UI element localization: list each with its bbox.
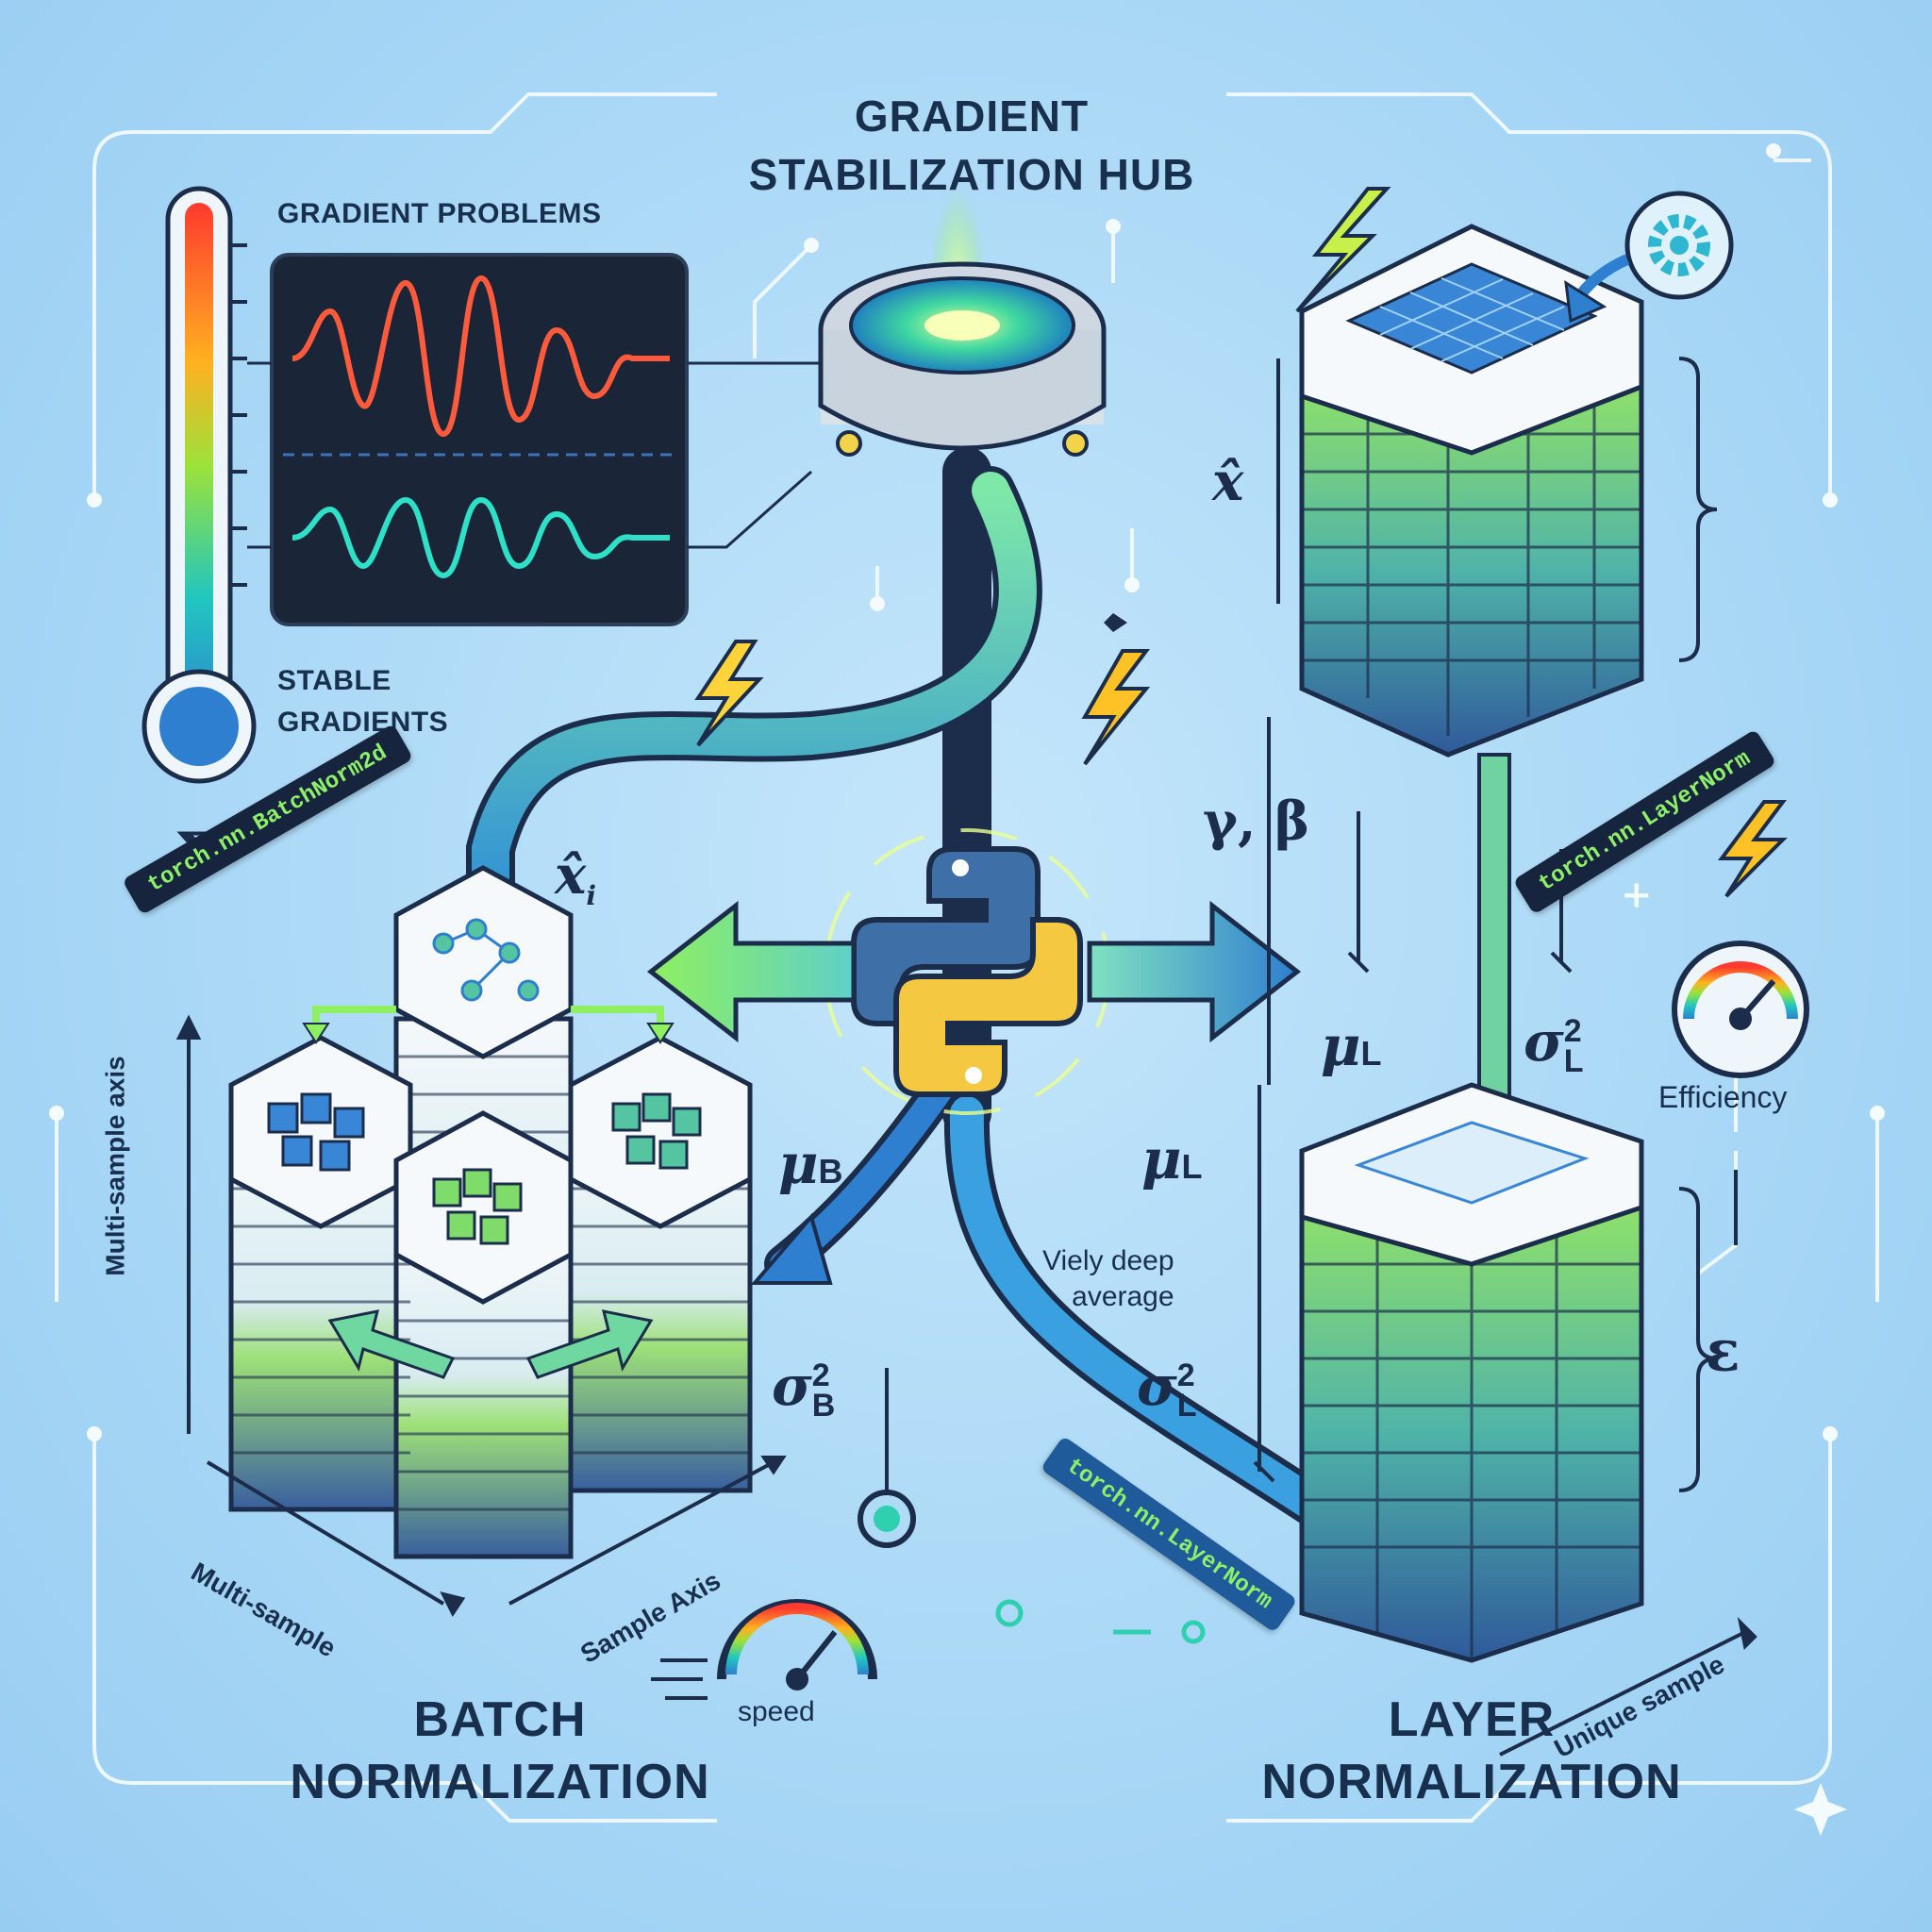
hub-icon [818, 189, 1107, 457]
deep-average-note: Viely deep average [1042, 1243, 1174, 1315]
layer-norm-bottom-tower [1299, 1082, 1644, 1663]
layer-normalization-title: LAYER NORMALIZATION [1208, 1689, 1736, 1813]
title-line-1: GRADIENT [854, 92, 1090, 141]
mu-l-right-symbol: μL [1321, 1014, 1381, 1078]
layer-norm-down-shaft [1477, 753, 1511, 1115]
mu-b-base: μ [778, 1132, 819, 1196]
mu-l-right-subscript: L [1360, 1034, 1382, 1073]
sigma-l-right-subscript: L [1563, 1043, 1584, 1079]
gamma-beta-symbol: γ, β [1203, 791, 1310, 853]
plus-symbol-right: + [1621, 873, 1653, 917]
signal-panel [247, 253, 830, 626]
stable-line-2: GRADIENTS [277, 707, 449, 738]
mu-l-right-base: μ [1321, 1014, 1361, 1078]
deep-average-line-2: average [1072, 1281, 1174, 1312]
arrow-left-green [646, 900, 857, 1043]
deep-average-line-1: Viely deep [1042, 1245, 1174, 1276]
thermometer-icon [142, 186, 257, 784]
lightning-icon [694, 187, 1788, 898]
stable-line-1: STABLE [277, 665, 391, 696]
batch-norm-stacks [228, 865, 753, 1559]
arrow-right-blue [1087, 900, 1302, 1043]
sigma-l-right-base: σ [1524, 1009, 1564, 1074]
x-hat-i-base: x̂ [555, 844, 587, 907]
circuit-nodes [49, 143, 1885, 1441]
accent-nodes [858, 613, 1847, 1836]
sigma-l-right-superscript: 2 [1563, 1013, 1582, 1049]
sigma-b-subscript: B [811, 1388, 836, 1424]
gradient-problems-label: GRADIENT PROBLEMS [277, 198, 602, 229]
stable-gradients-label: STABLE GRADIENTS [277, 660, 448, 743]
brackets [1253, 357, 1738, 1492]
batch-title-line-2: NORMALIZATION [290, 1755, 710, 1809]
x-hat-symbol: x̂ [1212, 451, 1244, 513]
layer-title-line-2: NORMALIZATION [1261, 1755, 1682, 1809]
x-hat-i-subscript: i [586, 880, 597, 912]
batch-normalization-title: BATCH NORMALIZATION [236, 1689, 764, 1813]
axis-arrows [175, 1014, 1757, 1757]
mu-b-symbol: μB [778, 1132, 842, 1196]
layer-norm-top-tower [1299, 224, 1644, 758]
epsilon-symbol: ε [1706, 1319, 1740, 1385]
efficiency-gauge-label: Efficiency [1658, 1080, 1788, 1114]
gauge-icon [651, 941, 1809, 1700]
layer-title-line-1: LAYER [1388, 1692, 1556, 1747]
multi-sample-axis-label: Multi-sample axis [100, 1056, 130, 1276]
x-hat-i-symbol: x̂i [555, 844, 596, 911]
title-line-2: STABILIZATION HUB [748, 150, 1195, 199]
speed-gauge-label: speed [738, 1696, 815, 1727]
sigma-b-superscript: 2 [811, 1357, 830, 1393]
sigma-l-middle-superscript: 2 [1176, 1357, 1195, 1393]
python-logo-icon [824, 828, 1110, 1115]
mu-b-subscript: B [818, 1152, 843, 1191]
mu-l-middle-symbol: μL [1141, 1127, 1202, 1191]
gear-icon [1564, 191, 1734, 324]
sigma-l-middle-base: σ [1137, 1354, 1177, 1418]
sigma-b-base: σ [772, 1354, 812, 1418]
arrow-down-left-head [750, 1212, 833, 1285]
mu-l-middle-subscript: L [1181, 1147, 1203, 1186]
sigma-l-middle-subscript: L [1176, 1388, 1197, 1424]
batch-title-line-1: BATCH [413, 1692, 587, 1747]
page-title: GRADIENT STABILIZATION HUB [679, 87, 1264, 204]
mu-l-middle-base: μ [1141, 1127, 1182, 1191]
